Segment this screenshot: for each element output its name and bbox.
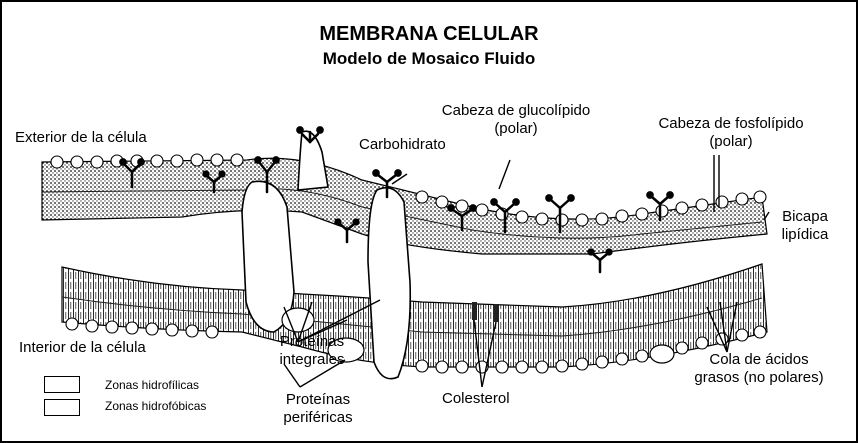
label-perifericas-line1: Proteínas xyxy=(268,391,368,409)
label-exterior: Exterior de la célula xyxy=(15,129,147,147)
page-subtitle: Modelo de Mosaico Fluido xyxy=(2,49,856,69)
label-proteinas-perifericas: Proteínas periféricas xyxy=(268,391,368,427)
label-fosfolipido: Cabeza de fosfolípido (polar) xyxy=(645,115,817,151)
label-cola-line2: grasos (no polares) xyxy=(674,369,844,387)
page-title: MEMBRANA CELULAR xyxy=(2,22,856,46)
label-bicapa: Bicapa lipídica xyxy=(772,208,838,244)
label-perifericas-line2: periféricas xyxy=(268,409,368,427)
label-glucolipido: Cabeza de glucolípido (polar) xyxy=(432,102,600,138)
label-carbohidrato: Carbohidrato xyxy=(359,136,446,154)
label-glucolipido-line1: Cabeza de glucolípido xyxy=(432,102,600,120)
label-proteinas-integrales: Proteínas integrales xyxy=(270,333,354,369)
label-cola-acidos-grasos: Cola de ácidos grasos (no polares) xyxy=(674,351,844,387)
label-fosfolipido-line2: (polar) xyxy=(645,133,817,151)
label-colesterol: Colesterol xyxy=(442,390,510,408)
label-bicapa-line1: Bicapa xyxy=(772,208,838,226)
legend-swatch-hidrofobicas xyxy=(44,399,80,416)
label-fosfolipido-line1: Cabeza de fosfolípido xyxy=(645,115,817,133)
label-bicapa-line2: lipídica xyxy=(772,226,838,244)
legend-label-hidrofobicas: Zonas hidrofóbicas xyxy=(105,399,206,413)
legend-swatch-hidrofilicas xyxy=(44,376,80,393)
label-glucolipido-line2: (polar) xyxy=(432,120,600,138)
legend-label-hidrofilicas: Zonas hidrofílicas xyxy=(105,378,199,392)
label-integrales-line2: integrales xyxy=(270,351,354,369)
label-integrales-line1: Proteínas xyxy=(270,333,354,351)
label-interior: Interior de la célula xyxy=(19,339,146,357)
label-cola-line1: Cola de ácidos xyxy=(674,351,844,369)
